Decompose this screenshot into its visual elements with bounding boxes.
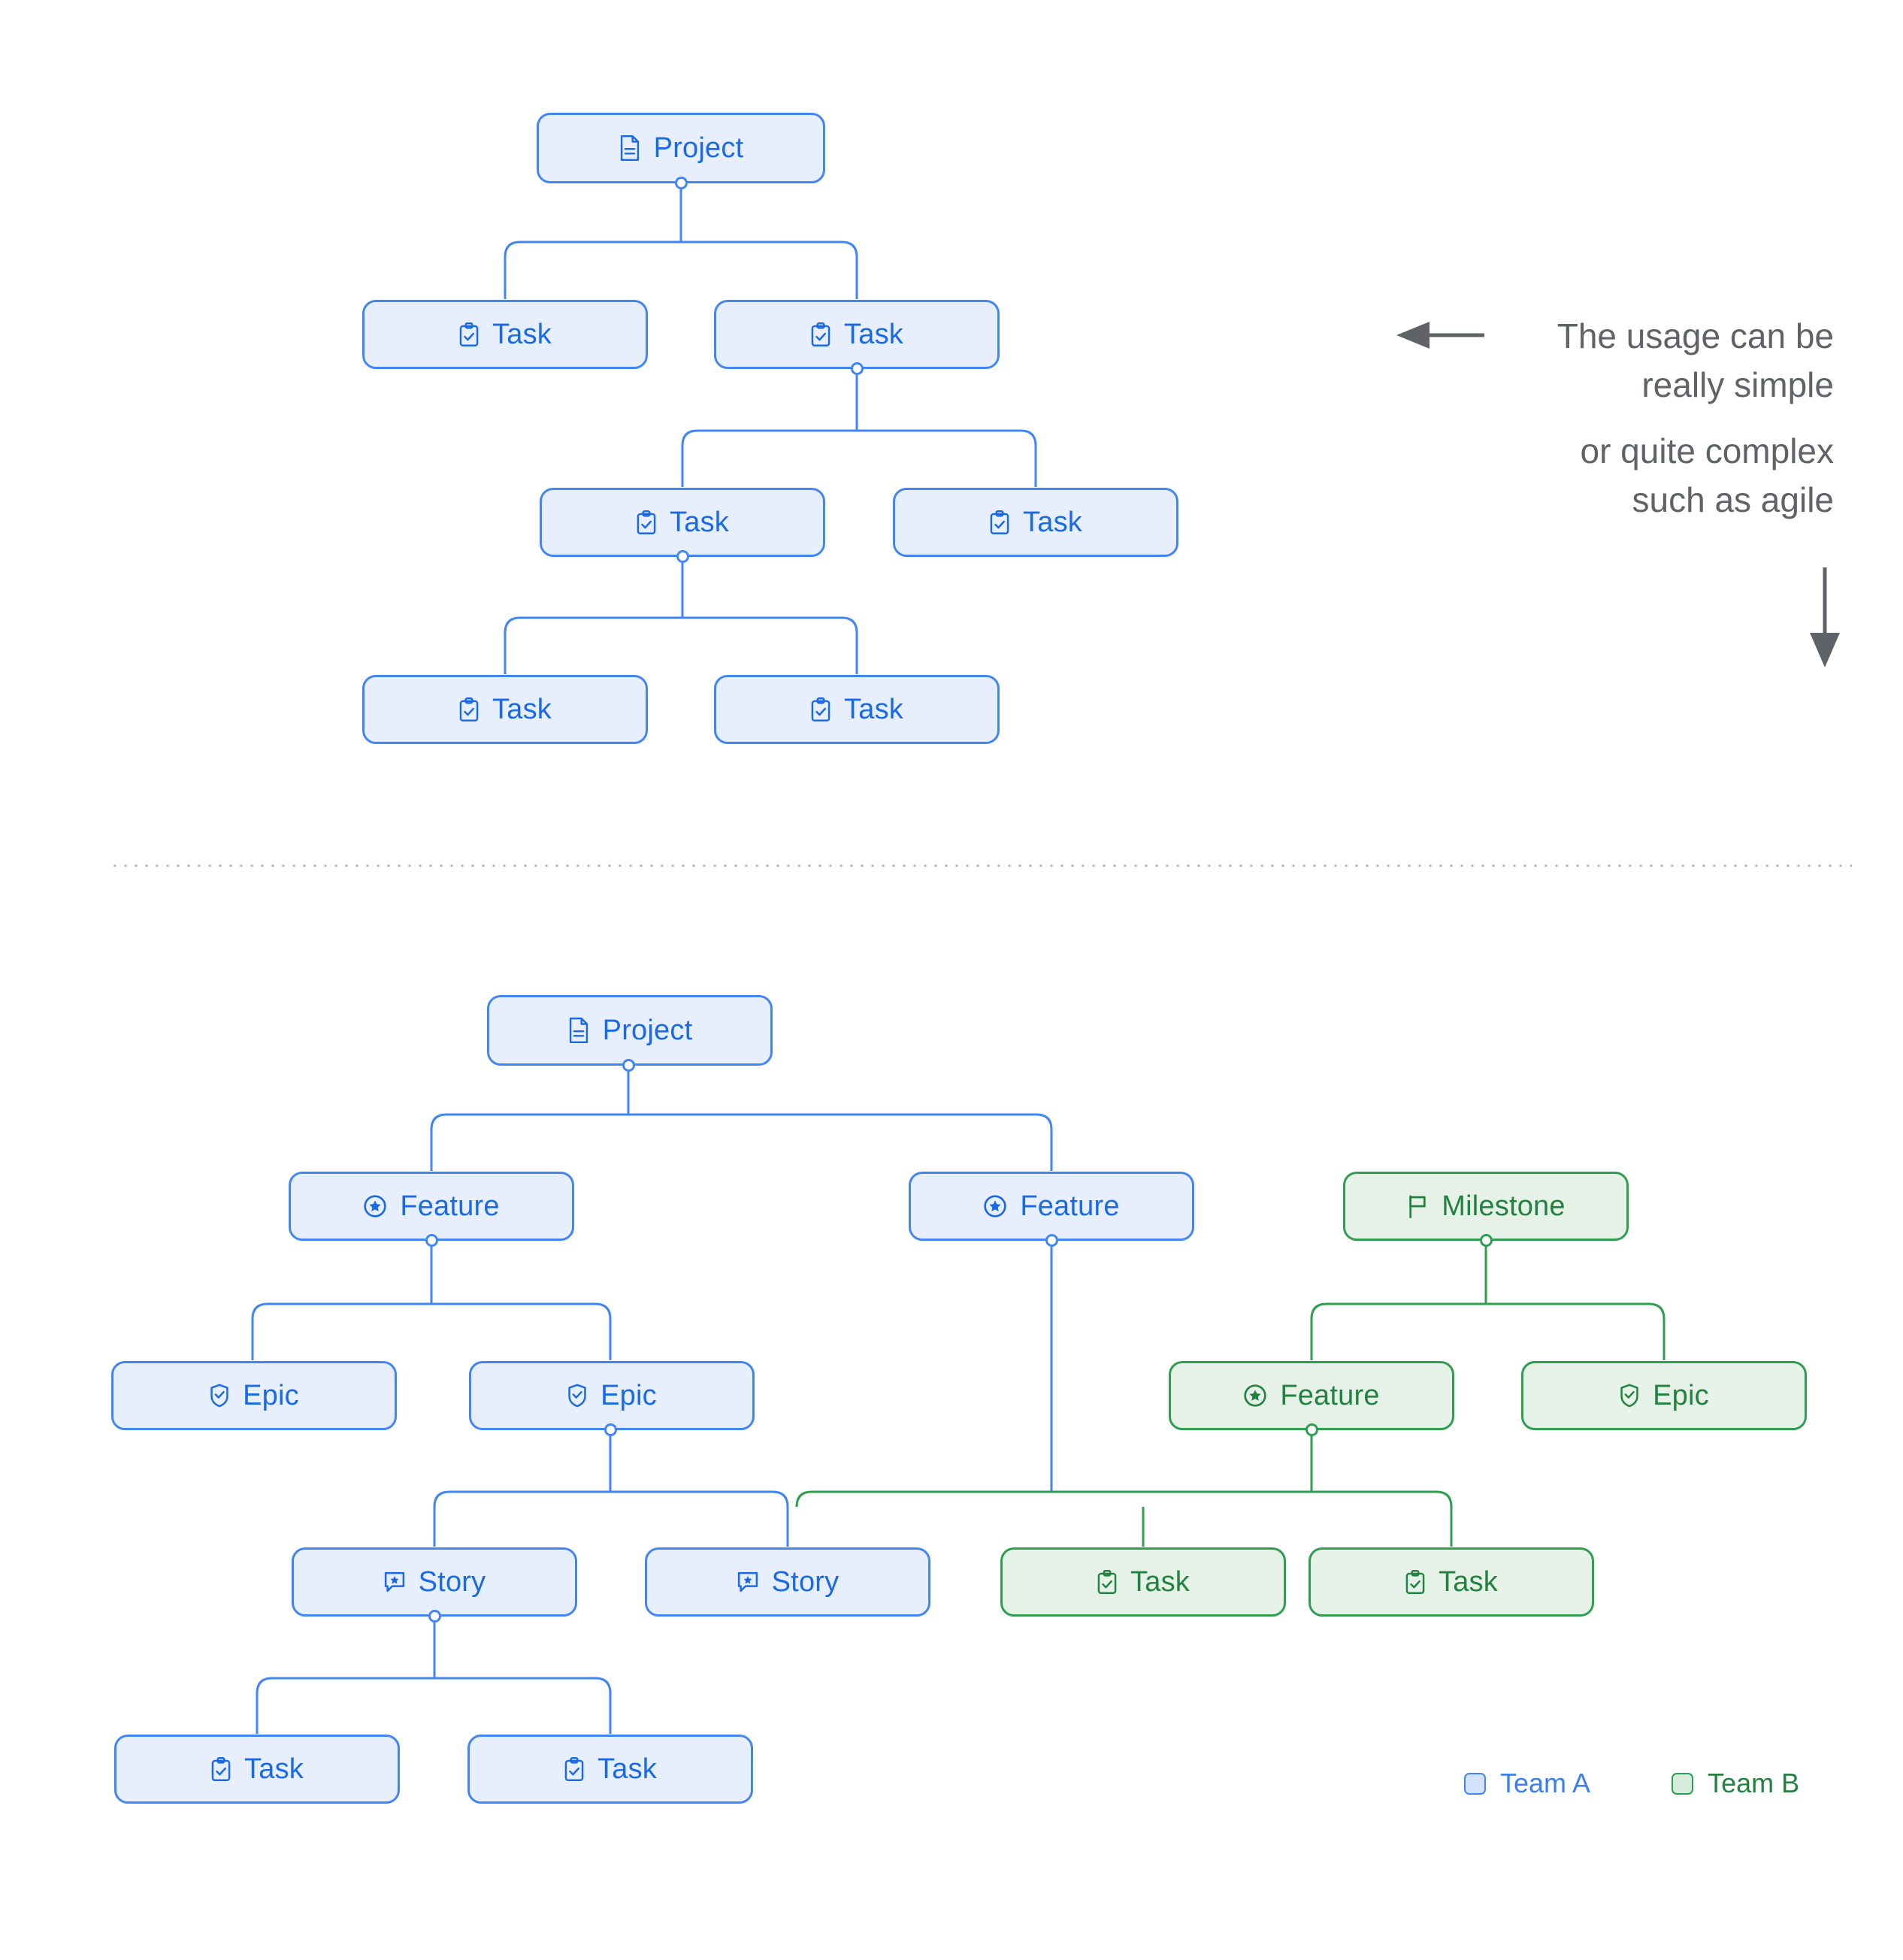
clipboard-check-icon (458, 697, 480, 721)
connection-dot (675, 177, 688, 189)
node-epic[interactable]: Epic (111, 1361, 397, 1430)
wire-a-milestone-bar (1310, 1302, 1666, 1320)
node-task[interactable]: Task (893, 488, 1178, 557)
node-label: Epic (243, 1380, 299, 1411)
annotation-line-4: such as agile (1632, 479, 1835, 519)
node-label: Milestone (1442, 1190, 1566, 1222)
legend-swatch-team-a (1464, 1772, 1486, 1795)
node-label: Task (844, 319, 903, 350)
node-project[interactable]: Project (537, 113, 825, 183)
node-label: Feature (1280, 1380, 1380, 1411)
node-label: Epic (1653, 1380, 1709, 1411)
wire-a-green-shared-bar (795, 1490, 1453, 1508)
connection-dot (622, 1059, 635, 1072)
connection-dot (604, 1423, 617, 1436)
clipboard-check-icon (210, 1757, 231, 1781)
node-label: Task (1130, 1566, 1190, 1598)
document-icon (567, 1018, 590, 1043)
node-epic[interactable]: Epic (469, 1361, 755, 1430)
shield-check-icon (567, 1384, 588, 1408)
connection-dot (676, 550, 689, 563)
shield-check-icon (209, 1384, 230, 1408)
node-task[interactable]: Task (1000, 1547, 1286, 1617)
node-task[interactable]: Task (467, 1735, 753, 1804)
star-circle-icon (983, 1194, 1007, 1218)
legend-label-team-a: Team A (1500, 1768, 1591, 1798)
node-milestone[interactable]: Milestone (1343, 1172, 1629, 1241)
node-label: Task (1439, 1566, 1498, 1598)
node-label: Task (492, 694, 552, 725)
connection-dot (851, 362, 864, 375)
legend: Team A Team B (1464, 1768, 1799, 1799)
wire-s-task-3-bar (504, 616, 858, 634)
clipboard-check-icon (810, 697, 831, 721)
star-circle-icon (1243, 1384, 1267, 1408)
node-label: Task (598, 1753, 657, 1785)
node-task[interactable]: Task (362, 300, 648, 369)
connection-dot (428, 1610, 441, 1623)
connection-dot (425, 1234, 438, 1247)
node-label: Project (602, 1015, 693, 1046)
node-task[interactable]: Task (1309, 1547, 1594, 1617)
clipboard-check-icon (1405, 1570, 1426, 1594)
flag-icon (1406, 1194, 1429, 1218)
node-label: Task (492, 319, 552, 350)
connection-dot (1045, 1234, 1058, 1247)
document-icon (619, 135, 641, 161)
node-label: Task (844, 694, 903, 725)
node-task[interactable]: Task (114, 1735, 400, 1804)
node-feature[interactable]: Feature (1169, 1361, 1454, 1430)
message-star-icon (383, 1571, 406, 1593)
message-star-icon (737, 1571, 759, 1593)
node-label: Story (418, 1566, 486, 1598)
section-divider (110, 864, 1852, 867)
annotation-line-1: The usage can be (1557, 316, 1834, 355)
legend-label-team-b: Team B (1708, 1768, 1800, 1798)
node-feature[interactable]: Feature (909, 1172, 1194, 1241)
connection-dot (1305, 1423, 1318, 1436)
node-label: Epic (601, 1380, 657, 1411)
annotation-line-2: really simple (1641, 365, 1834, 405)
wire-a-story-1-bar (256, 1677, 612, 1694)
node-label: Task (1023, 507, 1082, 538)
node-feature[interactable]: Feature (289, 1172, 574, 1241)
node-label: Task (244, 1753, 304, 1785)
annotation-text: The usage can be really simple or quite … (1488, 312, 1834, 525)
node-project[interactable]: Project (487, 995, 773, 1066)
clipboard-check-icon (636, 510, 657, 534)
node-label: Task (670, 507, 729, 538)
wire-s-task-2-bar (681, 429, 1037, 446)
shield-check-icon (1619, 1384, 1640, 1408)
arrow-left-head (1396, 322, 1430, 349)
node-task[interactable]: Task (540, 488, 825, 557)
wire-a-feature-1-bar (251, 1302, 612, 1320)
wire-a-epic-2-bar (433, 1490, 789, 1508)
node-task[interactable]: Task (714, 300, 1000, 369)
node-label: Feature (1020, 1190, 1120, 1222)
clipboard-check-icon (810, 322, 831, 346)
wire-a-project-bar (430, 1113, 1053, 1130)
annotation-line-3: or quite complex (1580, 431, 1835, 470)
legend-swatch-team-b (1672, 1772, 1694, 1795)
node-label: Feature (400, 1190, 500, 1222)
node-label: Project (653, 132, 744, 164)
node-label: Story (771, 1566, 840, 1598)
node-epic[interactable]: Epic (1521, 1361, 1807, 1430)
star-circle-icon (363, 1194, 387, 1218)
clipboard-check-icon (458, 322, 480, 346)
clipboard-check-icon (989, 510, 1010, 534)
wire-s-project-bar (504, 240, 858, 258)
node-story[interactable]: Story (292, 1547, 577, 1617)
node-task[interactable]: Task (714, 675, 1000, 744)
node-story[interactable]: Story (645, 1547, 930, 1617)
connection-dot (1480, 1234, 1493, 1247)
legend-item-team-b[interactable]: Team B (1672, 1768, 1799, 1799)
arrow-down-head (1810, 633, 1840, 667)
node-task[interactable]: Task (362, 675, 648, 744)
clipboard-check-icon (564, 1757, 585, 1781)
legend-item-team-a[interactable]: Team A (1464, 1768, 1590, 1799)
clipboard-check-icon (1097, 1570, 1118, 1594)
